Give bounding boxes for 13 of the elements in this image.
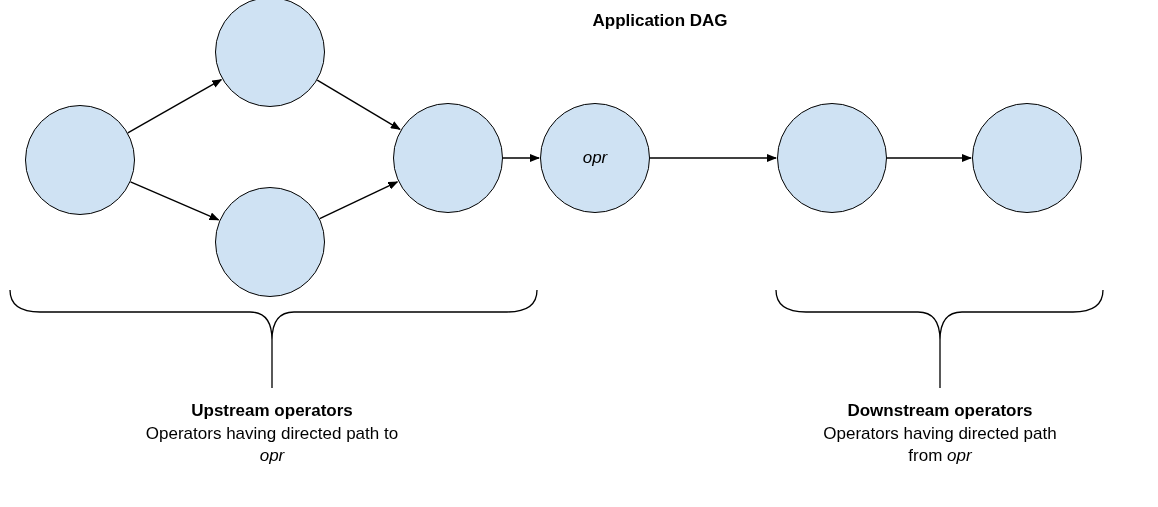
arrow [886, 154, 972, 162]
arrow [502, 154, 540, 162]
arrow [129, 181, 220, 221]
group-description: Operators having directed path to opr [144, 423, 400, 467]
diagram-title: Application DAG [591, 10, 729, 32]
operator-label: opr [582, 147, 608, 170]
arrow [319, 181, 399, 220]
group-heading: Upstream operators [190, 400, 354, 422]
group-heading: Downstream operators [846, 400, 1034, 422]
group-description: Operators having directed path from opr [822, 423, 1058, 467]
arrow [127, 78, 223, 134]
arrow [649, 154, 777, 162]
arrow [316, 79, 401, 131]
